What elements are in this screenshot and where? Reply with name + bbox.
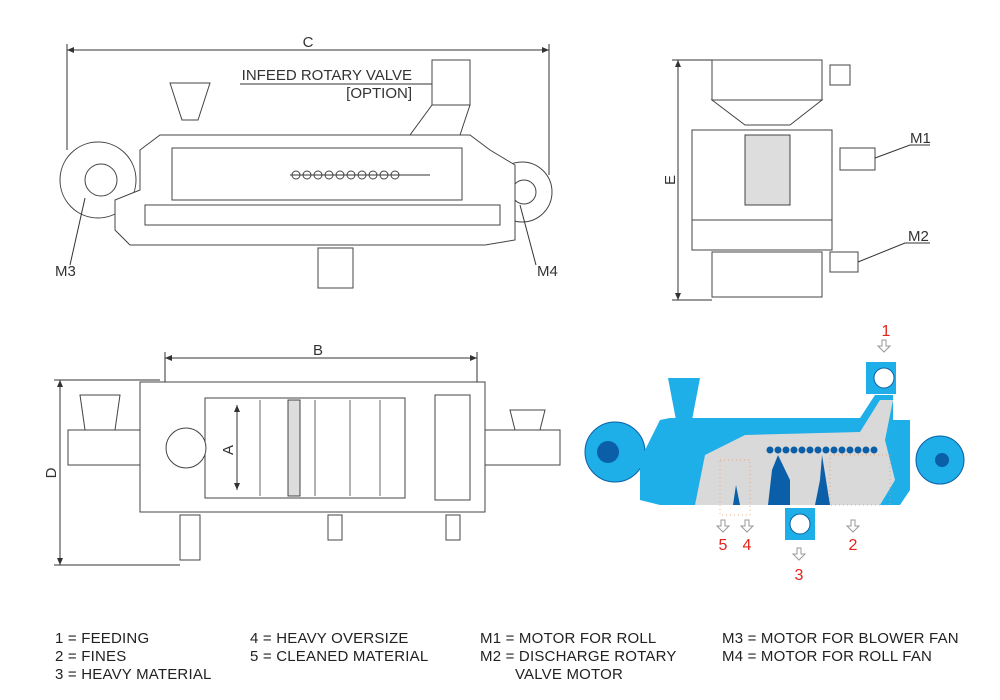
- legend-item: M1 = MOTOR FOR ROLL: [480, 630, 657, 647]
- legend-column-4: M3 = MOTOR FOR BLOWER FAN M4 = MOTOR FOR…: [722, 630, 959, 666]
- infeed-rotary-valve: [431, 59, 471, 106]
- legend-item: M2 = DISCHARGE ROTARY: [480, 648, 677, 665]
- m1-label: M1: [910, 130, 931, 147]
- flow-label-3: 3: [795, 567, 804, 584]
- top-view: B D A: [43, 342, 561, 566]
- flow-diagram: 1 2 3 4 5: [584, 323, 965, 584]
- legend-item: M3 = MOTOR FOR BLOWER FAN: [722, 630, 959, 647]
- flow-label-5: 5: [719, 537, 728, 554]
- dimension-b-label: B: [313, 342, 323, 359]
- infeed-option-label: [OPTION]: [346, 85, 412, 102]
- rolls: [766, 446, 878, 454]
- m1-motor: [839, 147, 876, 171]
- discharge-valve: [317, 247, 354, 289]
- dimension-d-label: D: [43, 467, 60, 478]
- legend-item: M4 = MOTOR FOR ROLL FAN: [722, 648, 933, 665]
- feed-hopper: [169, 82, 211, 121]
- flow-arrows: [715, 339, 892, 561]
- infeed-label: INFEED ROTARY VALVE: [242, 67, 412, 84]
- side-view: C INFEED ROTARY VALVE [OPTION] M3 M4: [55, 34, 558, 289]
- dimension-a-label: A: [220, 445, 237, 455]
- flow-label-2: 2: [849, 537, 858, 554]
- m3-label: M3: [55, 263, 76, 280]
- flow-label-4: 4: [743, 537, 752, 554]
- legend-column-1: 1 = FEEDING 2 = FINES 3 = HEAVY MATERIAL: [55, 630, 212, 684]
- dimension-e-label: E: [662, 175, 679, 185]
- dimension-c-label: C: [303, 34, 314, 51]
- legend-item: 1 = FEEDING: [55, 630, 150, 647]
- legend-item: 5 = CLEANED MATERIAL: [250, 648, 429, 665]
- legend-item: 4 = HEAVY OVERSIZE: [250, 630, 409, 647]
- legend-column-2: 4 = HEAVY OVERSIZE 5 = CLEANED MATERIAL: [250, 630, 428, 666]
- legend-item: VALVE MOTOR: [480, 666, 623, 683]
- hopper-color: [668, 378, 700, 420]
- flow-label-1: 1: [882, 323, 891, 340]
- legend-item: 3 = HEAVY MATERIAL: [55, 666, 212, 683]
- m4-label: M4: [537, 263, 558, 280]
- end-view: E M1 M2: [662, 59, 931, 301]
- motor: [829, 64, 851, 86]
- legend-column-3: M1 = MOTOR FOR ROLL M2 = DISCHARGE ROTAR…: [480, 630, 677, 684]
- legend-item: 2 = FINES: [55, 648, 127, 665]
- m2-motor: [829, 251, 859, 273]
- m2-label: M2: [908, 228, 929, 245]
